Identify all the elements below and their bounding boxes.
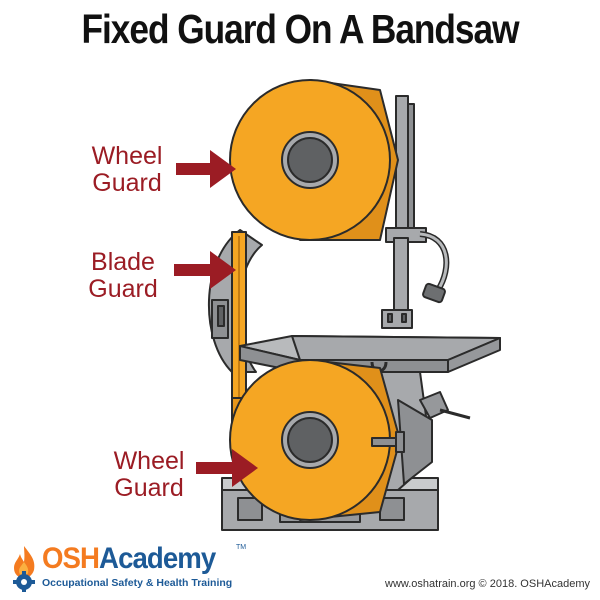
- oshacademy-logo: OSHAcademy TM Occupational Safety & Heal…: [8, 542, 248, 594]
- logo-tagline: Occupational Safety & Health Training: [42, 577, 233, 589]
- label-bottom-wheel-guard: Wheel Guard: [104, 448, 194, 502]
- blade-guide-assembly: [381, 231, 450, 329]
- label-blade-guard-line2: Guard: [88, 275, 158, 303]
- label-top-wheel-guard: Wheel Guard: [82, 143, 172, 197]
- logo-trademark: TM: [236, 544, 247, 551]
- upper-wheel-guard: [229, 79, 399, 241]
- logo-wordmark-osh: OSH: [42, 542, 100, 575]
- rear-column: [385, 95, 427, 243]
- label-bottom-wheel-guard-line1: Wheel: [113, 447, 185, 475]
- label-top-wheel-guard-line1: Wheel: [91, 142, 163, 170]
- bandsaw-table: [239, 335, 501, 373]
- page-title: Fixed Guard On A Bandsaw: [81, 6, 520, 52]
- bandsaw-diagram: [174, 79, 501, 531]
- lower-wheel-guard: [229, 359, 405, 521]
- logo-wordmark: OSHAcademy: [42, 542, 216, 576]
- label-blade-guard-line1: Blade: [91, 248, 155, 276]
- logo-wordmark-academy: Academy: [99, 542, 216, 575]
- label-bottom-wheel-guard-line2: Guard: [114, 474, 184, 502]
- label-blade-guard: Blade Guard: [78, 249, 168, 303]
- flame-gear-icon: [13, 546, 35, 592]
- footer-credit: www.oshatrain.org © 2018. OSHAcademy: [385, 578, 590, 590]
- arrow-blade-guard: [174, 251, 236, 289]
- arrow-bottom-wheel-guard: [196, 449, 258, 487]
- label-top-wheel-guard-line2: Guard: [92, 169, 162, 197]
- arrow-top-wheel-guard: [176, 150, 236, 188]
